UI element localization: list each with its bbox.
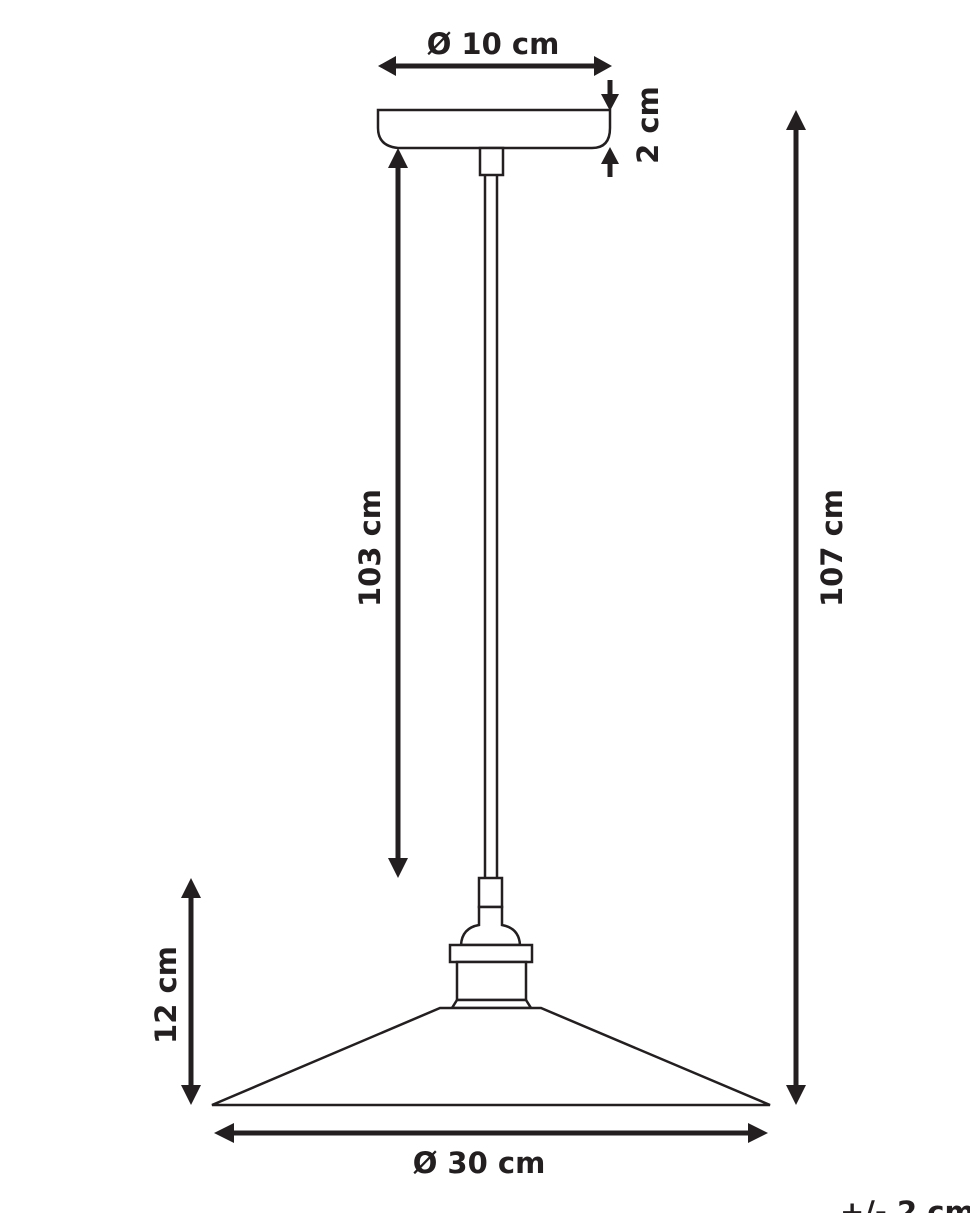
cord-length-label: 103 cm: [353, 489, 387, 607]
canopy-height-label: 2 cm: [631, 86, 665, 164]
socket-ring: [448, 943, 534, 964]
cord-grip: [477, 876, 504, 909]
shade-height-label: 12 cm: [149, 946, 183, 1044]
dimension-shade-height: 12 cm: [149, 878, 201, 1105]
tolerance-label: +/- 2 cm: [840, 1195, 970, 1213]
shade-diameter-label: Ø 30 cm: [413, 1146, 546, 1180]
ceiling-canopy: [376, 108, 612, 150]
canopy-connector: [478, 146, 505, 177]
dimension-canopy-diameter: Ø 10 cm: [378, 27, 612, 76]
dimension-cord-length: 103 cm: [353, 148, 408, 878]
dimension-canopy-height: 2 cm: [601, 80, 665, 177]
socket-body: [455, 960, 528, 1002]
socket-top: [459, 905, 522, 947]
dimension-total-height: 107 cm: [786, 110, 849, 1105]
canopy-diameter-label: Ø 10 cm: [427, 27, 560, 61]
lamp-drawing: [211, 108, 771, 1107]
total-height-label: 107 cm: [815, 489, 849, 607]
dimension-shade-diameter: Ø 30 cm: [214, 1123, 768, 1180]
lamp-shade: [211, 1006, 771, 1107]
